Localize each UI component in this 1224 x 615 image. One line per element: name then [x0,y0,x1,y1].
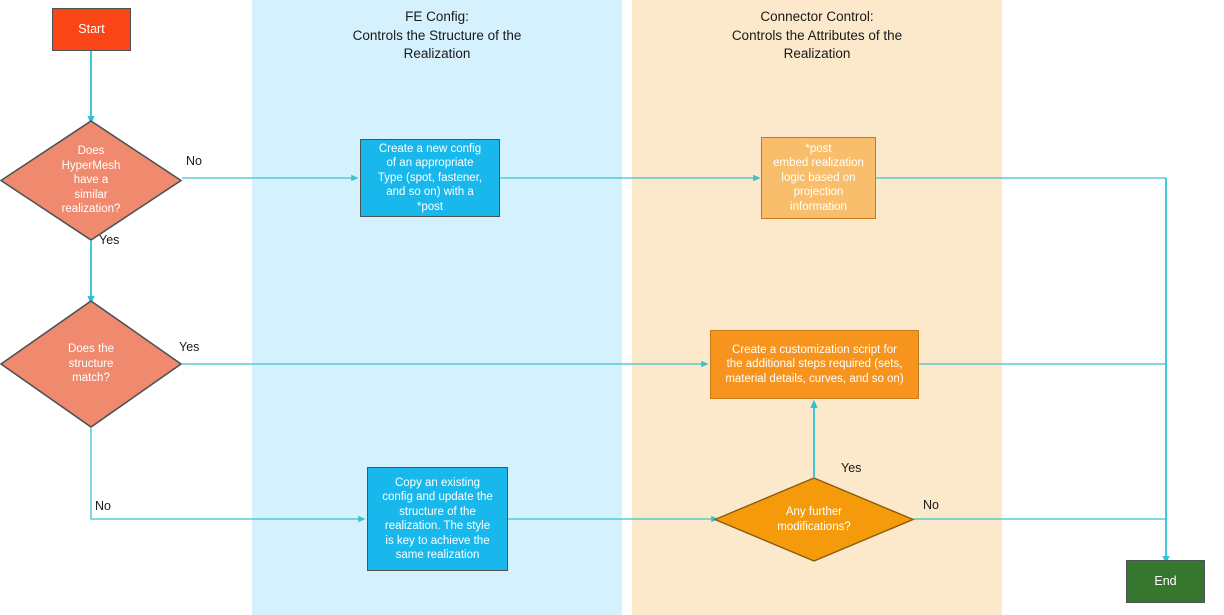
node-end[interactable]: End [1126,560,1205,603]
node-create-new-config[interactable]: Create a new config of an appropriate Ty… [360,139,500,217]
node-decision-modifications[interactable]: Any further modifications? [713,477,915,562]
node-decision-structure[interactable]: Does the structure match? [0,300,183,428]
edge-label-modifications-no: No [923,498,939,512]
edge-label-modifications-yes: Yes [841,461,862,475]
edge-label-structure-yes: Yes [179,340,200,354]
node-post-embed-label: *post embed realization logic based on p… [773,142,864,213]
edge-label-similar-no: No [186,154,202,168]
node-decision-similar[interactable]: Does HyperMesh have a similar realizatio… [0,120,183,241]
node-customization-script-label: Create a customization script for the ad… [725,343,904,385]
edge-label-structure-no: No [95,499,111,513]
node-customization-script[interactable]: Create a customization script for the ad… [710,330,919,399]
swimlane-connector-control-title: Connector Control: Controls the Attribut… [731,9,903,61]
edge-label-similar-yes: Yes [99,233,120,247]
node-post-embed[interactable]: *post embed realization logic based on p… [761,137,876,219]
node-start-label: Start [78,22,105,37]
node-create-new-config-label: Create a new config of an appropriate Ty… [377,142,483,213]
node-start[interactable]: Start [52,8,131,51]
swimlane-fe-config-title: FE Config: Controls the Structure of the… [352,9,522,61]
node-copy-existing-config-label: Copy an existing config and update the s… [382,476,493,562]
node-copy-existing-config[interactable]: Copy an existing config and update the s… [367,467,508,571]
node-end-label: End [1154,574,1177,589]
